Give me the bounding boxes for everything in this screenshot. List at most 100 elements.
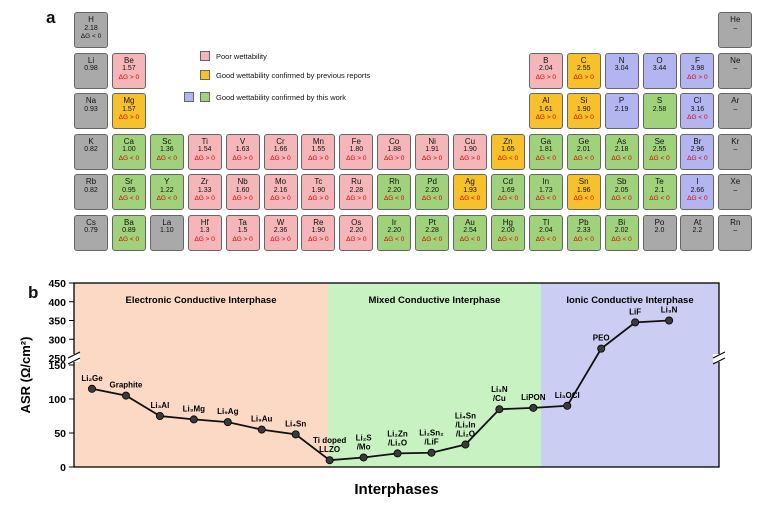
gibbs-energy-sign: ΔG < 0 xyxy=(687,195,708,202)
axis-break-mark xyxy=(67,351,81,359)
electronegativity-value: 2.33 xyxy=(576,227,591,234)
gibbs-energy-sign: ΔG > 0 xyxy=(232,235,253,243)
electronegativity-value: 1.73 xyxy=(538,186,553,194)
data-point xyxy=(393,449,402,458)
gibbs-energy-sign: ΔG > 0 xyxy=(421,154,443,162)
electronegativity-value: 2.20 xyxy=(349,227,364,234)
element-symbol: Br xyxy=(693,136,702,146)
element-symbol: Cu xyxy=(464,136,476,146)
gibbs-energy-sign: ΔG > 0 xyxy=(346,154,367,162)
gibbs-energy-sign: ΔG < 0 xyxy=(573,154,594,162)
element-symbol: Cl xyxy=(693,96,702,105)
region-label: Ionic Conductive Interphase xyxy=(566,295,693,306)
element-symbol: B xyxy=(543,55,549,65)
gibbs-energy-sign: ΔG < 0 xyxy=(573,235,594,243)
gibbs-energy-sign: ΔG < 0 xyxy=(118,235,140,243)
element-symbol: Pb xyxy=(578,217,589,227)
electronegativity-value: 2.04 xyxy=(538,227,553,234)
electronegativity-value: 1.22 xyxy=(159,186,174,194)
gibbs-energy-sign: ΔG < 0 xyxy=(383,235,405,243)
gibbs-energy-sign: ΔG < 0 xyxy=(649,154,670,162)
element-symbol: Sb xyxy=(616,177,627,186)
electronegativity-value: 2.2 xyxy=(692,227,703,234)
element-symbol: At xyxy=(693,217,702,227)
gibbs-energy-sign: ΔG > 0 xyxy=(118,114,140,121)
element-symbol: Mn xyxy=(312,136,324,146)
element-symbol: Cd xyxy=(502,177,513,186)
gibbs-energy-sign: ΔG > 0 xyxy=(308,235,329,243)
y-tick-label: 100 xyxy=(48,394,66,406)
electronegativity-value: 2.0 xyxy=(654,227,665,234)
point-label: Li₃N xyxy=(661,306,678,315)
electronegativity-value: 2.58 xyxy=(652,105,667,113)
data-point xyxy=(563,401,572,410)
element-symbol: Hf xyxy=(200,217,209,227)
y-tick-label: 350 xyxy=(48,316,66,328)
gibbs-energy-sign: ΔG < 0 xyxy=(611,235,632,243)
legend-swatch xyxy=(200,51,210,61)
element-symbol: Mg xyxy=(123,96,135,105)
element-symbol: Zr xyxy=(200,177,209,186)
electronegativity-value: 1.69 xyxy=(501,186,515,194)
legend-swatch xyxy=(200,92,210,102)
electronegativity-value: – xyxy=(733,24,738,32)
region-label: Electronic Conductive Interphase xyxy=(126,295,277,306)
electronegativity-value: 1.65 xyxy=(501,146,515,153)
y-tick-label: 50 xyxy=(54,428,66,440)
electronegativity-value: 0.82 xyxy=(84,146,98,153)
element-symbol: Ti xyxy=(201,136,208,146)
point-label: Graphite xyxy=(109,381,142,390)
point-label: Li₄Sn xyxy=(285,419,306,428)
data-point xyxy=(529,403,538,412)
gibbs-energy-sign: ΔG > 0 xyxy=(687,73,708,81)
element-cell-ar: Ar– xyxy=(718,93,753,129)
electronegativity-value: 1.60 xyxy=(235,186,250,194)
electronegativity-value: 1.91 xyxy=(425,146,439,153)
electronegativity-value: 1.93 xyxy=(463,186,477,194)
element-symbol: Ru xyxy=(351,177,362,186)
element-symbol: Sn xyxy=(578,177,589,186)
electronegativity-value: 2.28 xyxy=(349,186,364,194)
y-tick-label: 400 xyxy=(48,297,66,309)
electronegativity-value: 1.61 xyxy=(538,105,553,113)
element-symbol: As xyxy=(616,136,627,146)
region-label: Mixed Conductive Interphase xyxy=(369,295,501,306)
region-band xyxy=(74,283,328,467)
element-symbol: Li xyxy=(87,55,95,65)
element-symbol: Rn xyxy=(730,217,741,227)
electronegativity-value: 2.05 xyxy=(614,186,629,194)
electronegativity-value: 2.19 xyxy=(614,105,629,113)
gibbs-energy-sign: ΔG > 0 xyxy=(118,73,140,81)
axis-break-mark xyxy=(712,351,726,359)
gibbs-energy-sign: ΔG > 0 xyxy=(535,73,556,81)
element-symbol: Ca xyxy=(123,136,134,146)
legend-swatch xyxy=(200,70,210,80)
legend-label: Good wettability confirmed by this work xyxy=(216,93,347,102)
electronegativity-value: – xyxy=(733,227,738,234)
